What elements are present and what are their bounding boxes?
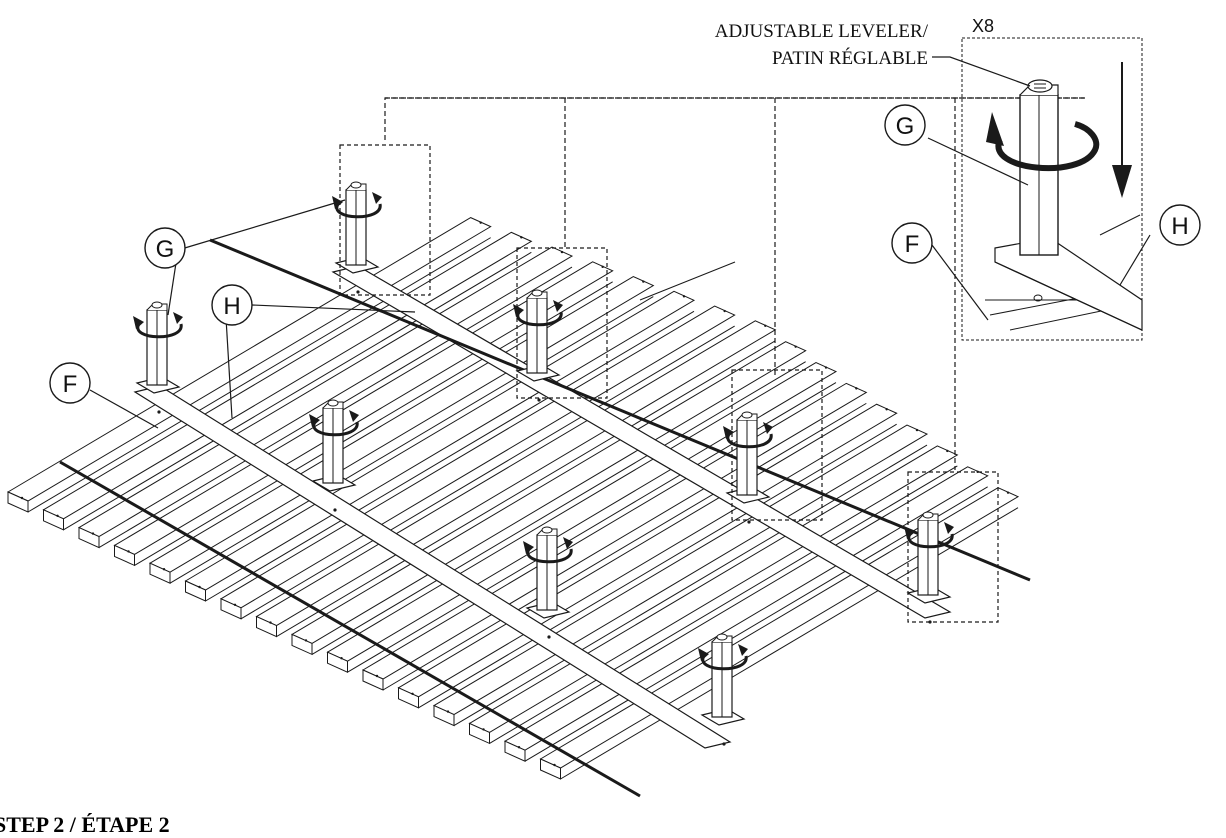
quantity-label: X8 bbox=[972, 16, 994, 36]
leveler-label-line2: PATIN RÉGLABLE bbox=[772, 47, 928, 69]
leveler-posts bbox=[133, 181, 954, 746]
deck-slats bbox=[6, 217, 1020, 780]
callout-h-main: H bbox=[211, 284, 253, 326]
leveler-post-icon bbox=[513, 289, 563, 402]
callout-f-main-label: F bbox=[63, 371, 78, 398]
leader-h-main bbox=[251, 304, 416, 313]
detail-boxes bbox=[339, 144, 999, 623]
leveler-post-icon bbox=[332, 181, 382, 294]
callout-h-detail: H bbox=[1159, 204, 1201, 246]
leveler-top bbox=[1027, 79, 1053, 93]
callout-g-main: G bbox=[144, 227, 186, 269]
callout-f-detail: F bbox=[891, 222, 933, 264]
callout-g-detail-label: G bbox=[896, 113, 915, 140]
callout-h-detail-label: H bbox=[1171, 213, 1188, 240]
leveler-label-line1: ADJUSTABLE LEVELER/ bbox=[715, 21, 929, 42]
detail-inset bbox=[927, 37, 1151, 341]
step-title: STEP 2 / ÉTAPE 2 bbox=[0, 812, 170, 837]
callout-f-detail-label: F bbox=[905, 231, 920, 258]
callout-h-main-label: H bbox=[223, 293, 240, 320]
leader-h-main2 bbox=[225, 317, 233, 419]
callout-f-main: F bbox=[49, 362, 91, 404]
leveler-post-icon bbox=[523, 526, 573, 639]
callout-g-main-label: G bbox=[156, 236, 175, 263]
deck-slat bbox=[184, 290, 696, 602]
callout-g-detail: G bbox=[884, 104, 926, 146]
leveler-post-icon bbox=[309, 399, 359, 512]
leader-g-top bbox=[177, 199, 346, 251]
rod-back bbox=[209, 238, 1031, 582]
rod-front bbox=[59, 460, 641, 798]
leveler-post-icon bbox=[698, 633, 748, 746]
down-arrow-icon bbox=[1112, 165, 1132, 198]
deck-slat bbox=[113, 261, 614, 567]
leader-f-main bbox=[89, 389, 159, 429]
leveler-post-icon bbox=[133, 301, 183, 414]
leveler-post-icon bbox=[904, 511, 954, 624]
leveler-post-icon bbox=[723, 411, 773, 524]
rotation-arrow-icon bbox=[995, 121, 1100, 172]
rod-guide bbox=[639, 261, 736, 301]
deck-slat bbox=[219, 305, 736, 620]
